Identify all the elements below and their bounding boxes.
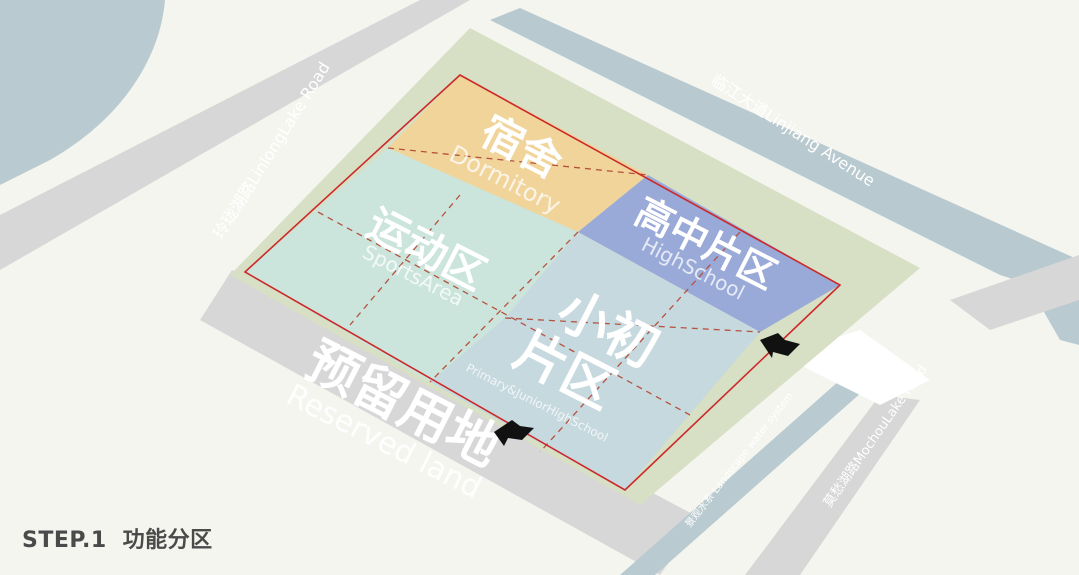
zone-dividers bbox=[317, 147, 761, 453]
step-title: 功能分区 bbox=[122, 528, 213, 553]
landscape-water bbox=[620, 380, 862, 575]
river bbox=[0, 0, 165, 185]
entrance-arrow-south bbox=[494, 420, 534, 446]
step-heading: STEP.1 功能分区 bbox=[22, 522, 213, 554]
road-east bbox=[950, 255, 1079, 330]
zone-dormitory bbox=[388, 75, 648, 232]
entrance-arrow-east bbox=[760, 333, 800, 358]
zone-sports bbox=[245, 148, 578, 318]
road-south bbox=[200, 270, 700, 575]
zone-high-school bbox=[578, 175, 840, 332]
road-linlong bbox=[0, 0, 470, 270]
site-boundary bbox=[243, 74, 842, 491]
road-mochou bbox=[745, 395, 920, 575]
road-linjiang bbox=[490, 8, 1079, 300]
step-label: STEP.1 bbox=[22, 528, 107, 553]
